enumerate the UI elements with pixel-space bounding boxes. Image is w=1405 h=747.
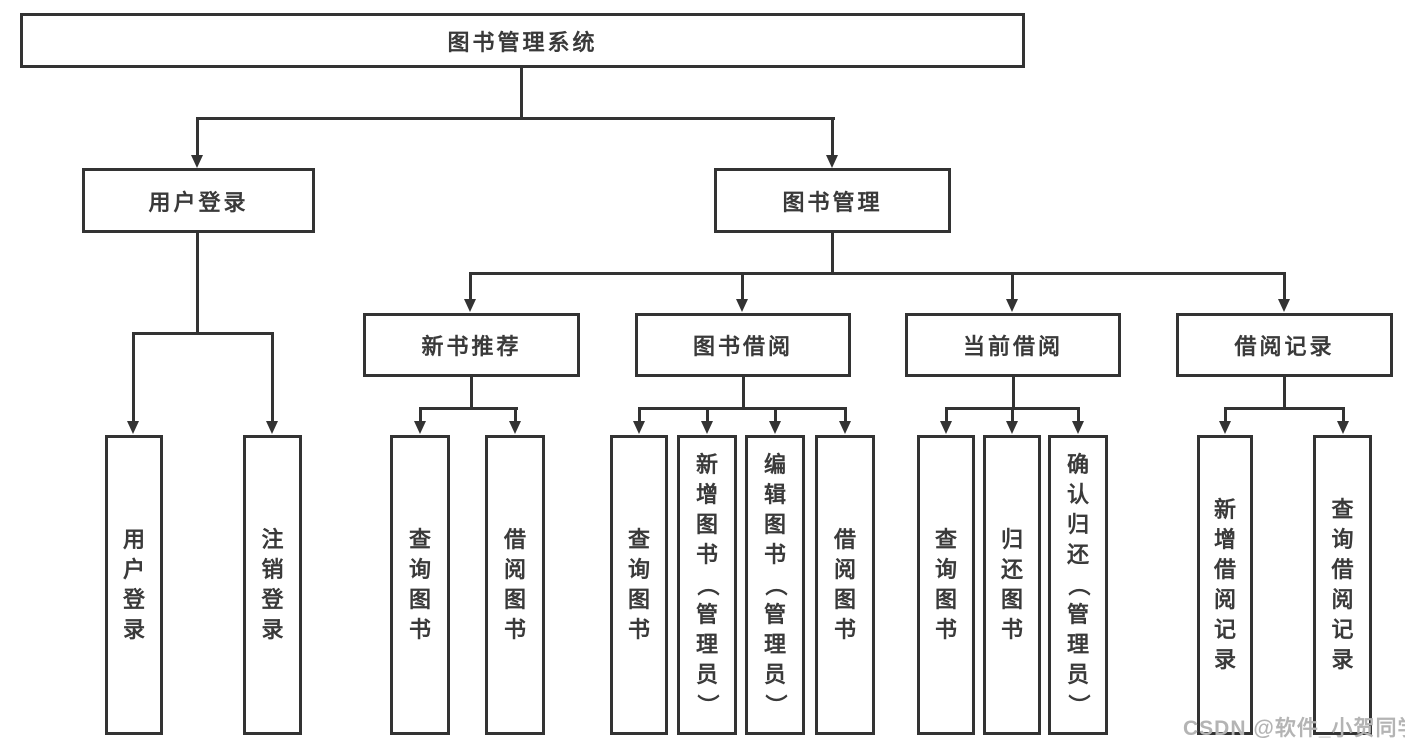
arrowhead-icon: [633, 421, 645, 434]
node-leaf-borrow-books-2-label: 借阅图书: [833, 527, 856, 642]
node-leaf-query-books-3-label: 查询图书: [934, 527, 957, 642]
line-h: [196, 117, 835, 120]
node-leaf-add-books-admin: 新增图书（管理员）: [677, 435, 737, 735]
node-leaf-user-login-label: 用户登录: [122, 527, 145, 642]
arrowhead-icon: [414, 421, 426, 434]
node-current-borrow: 当前借阅: [905, 313, 1121, 377]
line-v: [706, 407, 709, 422]
arrowhead-icon: [266, 421, 278, 434]
arrowhead-icon: [1072, 421, 1084, 434]
line-v: [1011, 272, 1014, 300]
node-leaf-query-books-2-label: 查询图书: [627, 527, 650, 642]
node-leaf-confirm-return-admin: 确认归还（管理员）: [1048, 435, 1108, 735]
line-h: [638, 407, 847, 410]
node-book-management: 图书管理: [714, 168, 951, 233]
line-v: [132, 332, 135, 421]
line-h: [132, 332, 274, 335]
node-leaf-confirm-return-admin-label: 确认归还（管理员）: [1065, 452, 1091, 717]
line-v: [844, 407, 847, 422]
arrowhead-icon: [1219, 421, 1231, 434]
line-v: [1224, 407, 1227, 422]
node-new-book-recommend: 新书推荐: [363, 313, 580, 377]
arrowhead-icon: [1278, 299, 1290, 312]
line-v: [1011, 407, 1014, 422]
node-leaf-borrow-books-1: 借阅图书: [485, 435, 545, 735]
line-v: [638, 407, 641, 422]
node-leaf-query-books-2: 查询图书: [610, 435, 668, 735]
line-v: [774, 407, 777, 422]
arrowhead-icon: [1006, 299, 1018, 312]
line-v: [1012, 377, 1015, 409]
node-root-label: 图书管理系统: [447, 29, 598, 55]
arrowhead-icon: [736, 299, 748, 312]
line-v: [831, 117, 834, 156]
watermark: CSDN @软件_小贺同学: [1183, 717, 1405, 740]
arrowhead-icon: [701, 421, 713, 434]
node-leaf-add-borrow-record: 新增借阅记录: [1197, 435, 1253, 735]
line-v: [741, 272, 744, 300]
arrowhead-icon: [1337, 421, 1349, 434]
line-h: [469, 272, 1286, 275]
line-v: [196, 233, 199, 334]
node-leaf-logout: 注销登录: [243, 435, 302, 735]
line-v: [514, 407, 517, 422]
node-leaf-return-books-label: 归还图书: [1000, 527, 1023, 642]
node-leaf-query-books-1: 查询图书: [390, 435, 450, 735]
arrowhead-icon: [509, 421, 521, 434]
node-leaf-edit-books-admin: 编辑图书（管理员）: [745, 435, 805, 735]
node-leaf-borrow-books-1-label: 借阅图书: [503, 527, 526, 642]
node-leaf-logout-label: 注销登录: [261, 527, 284, 642]
line-v: [520, 68, 523, 119]
node-leaf-edit-books-admin-label: 编辑图书（管理员）: [762, 452, 788, 717]
arrowhead-icon: [769, 421, 781, 434]
arrowhead-icon: [191, 155, 203, 168]
arrowhead-icon: [940, 421, 952, 434]
line-v: [271, 332, 274, 421]
arrowhead-icon: [826, 155, 838, 168]
arrowhead-icon: [464, 299, 476, 312]
node-user-login: 用户登录: [82, 168, 315, 233]
node-leaf-user-login: 用户登录: [105, 435, 163, 735]
node-borrow-records: 借阅记录: [1176, 313, 1393, 377]
node-book-management-label: 图书管理: [782, 189, 883, 215]
arrowhead-icon: [1006, 421, 1018, 434]
node-leaf-add-borrow-record-label: 新增借阅记录: [1213, 497, 1236, 672]
line-v: [1283, 377, 1286, 409]
node-leaf-query-borrow-record-label: 查询借阅记录: [1331, 497, 1354, 672]
line-v: [470, 377, 473, 409]
line-v: [742, 377, 745, 409]
node-new-book-recommend-label: 新书推荐: [421, 334, 522, 359]
arrowhead-icon: [839, 421, 851, 434]
node-leaf-query-books-1-label: 查询图书: [408, 527, 431, 642]
line-v: [945, 407, 948, 422]
node-leaf-add-books-admin-label: 新增图书（管理员）: [694, 452, 720, 717]
node-leaf-borrow-books-2: 借阅图书: [815, 435, 875, 735]
line-v: [1283, 272, 1286, 300]
node-leaf-return-books: 归还图书: [983, 435, 1041, 735]
line-v: [1342, 407, 1345, 422]
node-user-login-label: 用户登录: [148, 189, 249, 215]
arrowhead-icon: [127, 421, 139, 434]
node-leaf-query-books-3: 查询图书: [917, 435, 975, 735]
node-book-borrow: 图书借阅: [635, 313, 851, 377]
line-h: [419, 407, 518, 410]
line-h: [1224, 407, 1345, 410]
node-borrow-records-label: 借阅记录: [1234, 334, 1335, 359]
line-v: [196, 117, 199, 156]
line-v: [469, 272, 472, 300]
node-book-borrow-label: 图书借阅: [692, 334, 793, 359]
line-v: [1077, 407, 1080, 422]
node-current-borrow-label: 当前借阅: [962, 334, 1063, 359]
line-v: [419, 407, 422, 422]
node-root: 图书管理系统: [20, 13, 1025, 68]
node-leaf-query-borrow-record: 查询借阅记录: [1313, 435, 1372, 735]
line-v: [831, 233, 834, 274]
